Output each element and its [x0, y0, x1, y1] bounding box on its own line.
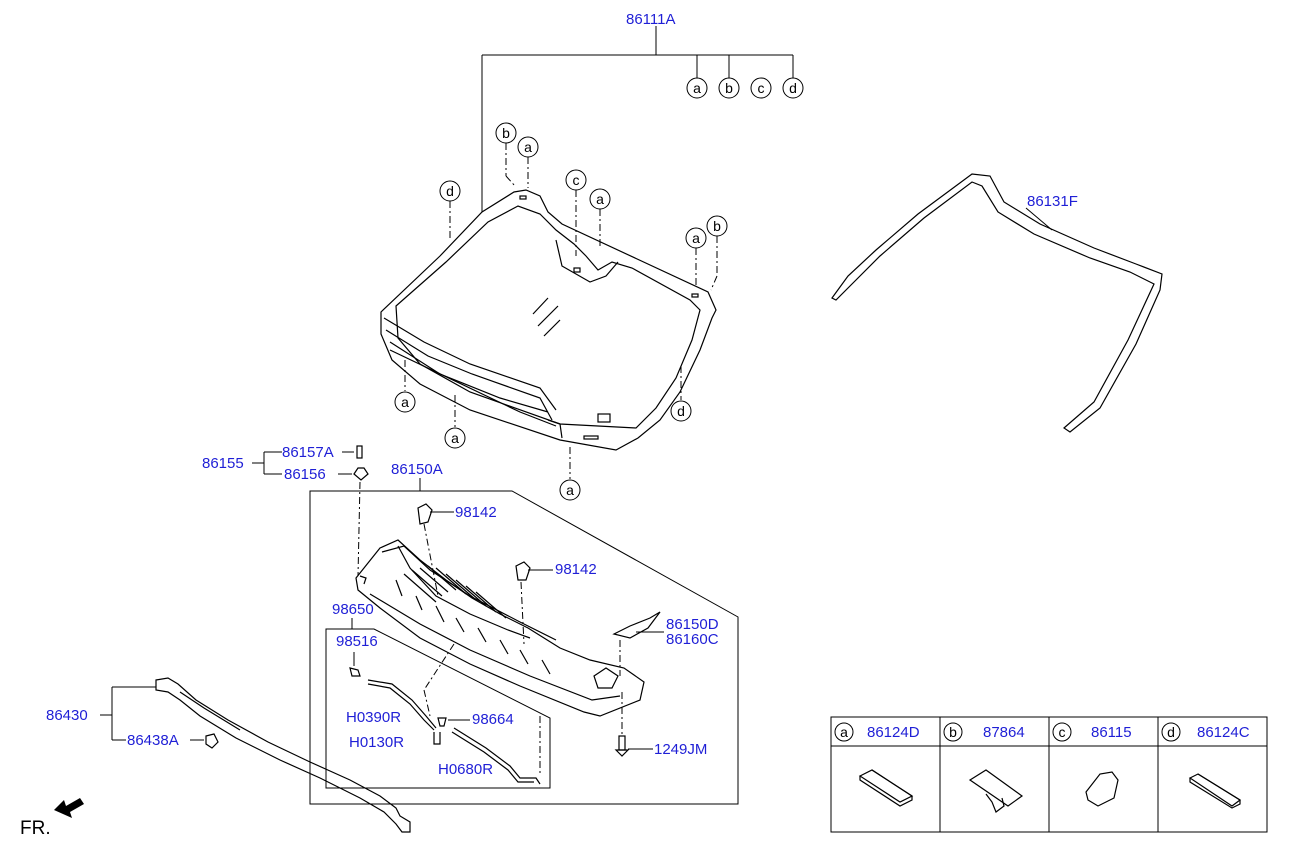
callout-top-b[interactable]: b — [718, 77, 740, 99]
washer-nozzle-98142-lower — [515, 561, 531, 581]
label-86111A[interactable]: 86111A — [626, 11, 676, 28]
svg-text:d: d — [677, 403, 685, 419]
legend-cell-a: a 86124D — [834, 722, 920, 807]
label-98142-lower[interactable]: 98142 — [555, 561, 597, 578]
hose-86430 — [155, 677, 411, 833]
svg-text:a: a — [596, 191, 604, 207]
dash-hose-2 — [423, 689, 431, 717]
legend-table: a 86124D b 87864 c 86115 d 86124C — [830, 716, 1268, 833]
leader-86156 — [357, 481, 361, 577]
label-86160C[interactable]: 86160C — [666, 631, 719, 648]
frame-86150A — [309, 478, 739, 805]
label-H0680R[interactable]: H0680R — [438, 761, 493, 778]
svg-text:a: a — [566, 482, 574, 498]
pad-86115-illustration — [1085, 771, 1119, 807]
label-1249JM[interactable]: 1249JM — [654, 741, 707, 758]
legend-part-86115[interactable]: 86115 — [1091, 724, 1132, 741]
clip-87864-illustration — [968, 769, 1024, 807]
dash-98142-lower — [520, 581, 525, 645]
hose-H0130R — [433, 732, 441, 745]
clip-86438A — [205, 733, 219, 749]
callout-glass-b-right[interactable]: b — [706, 215, 728, 237]
label-86438A[interactable]: 86438A — [127, 732, 179, 749]
front-arrow-icon — [54, 798, 84, 818]
svg-text:b: b — [949, 724, 957, 740]
legend-part-87864[interactable]: 87864 — [983, 724, 1025, 741]
svg-text:a: a — [401, 394, 409, 410]
frame-98650 — [325, 618, 551, 789]
svg-text:d: d — [1167, 724, 1175, 740]
legend-cell-d: d 86124C — [1161, 722, 1250, 809]
cowl-top-panel — [355, 539, 645, 717]
label-86150A[interactable]: 86150A — [391, 461, 443, 478]
label-98650[interactable]: 98650 — [332, 601, 374, 618]
svg-text:c: c — [1059, 724, 1066, 740]
svg-text:d: d — [446, 183, 454, 199]
svg-text:a: a — [692, 230, 700, 246]
callout-glass-a-lower-left[interactable]: a — [394, 391, 416, 413]
bracket-86155 — [252, 451, 354, 475]
callout-glass-a-lower-mid[interactable]: a — [444, 427, 466, 449]
svg-text:a: a — [451, 430, 459, 446]
dash-98142-upper — [423, 523, 439, 597]
legend-part-86124C[interactable]: 86124C — [1197, 724, 1250, 741]
svg-text:a: a — [840, 724, 848, 740]
label-86131F[interactable]: 86131F — [1027, 193, 1078, 210]
legend-part-86124D[interactable]: 86124D — [867, 724, 920, 741]
cowl-extension-86150D — [612, 611, 664, 639]
label-98142-upper[interactable]: 98142 — [455, 504, 497, 521]
callout-glass-d-right[interactable]: d — [670, 400, 692, 422]
legend-cell-c: c 86115 — [1052, 722, 1132, 807]
svg-text:b: b — [502, 125, 510, 141]
clip-86157A — [356, 445, 363, 459]
callout-top-a[interactable]: a — [686, 77, 708, 99]
svg-text:d: d — [789, 80, 797, 96]
callout-glass-b-left[interactable]: b — [495, 122, 517, 144]
label-86150D[interactable]: 86150D — [666, 616, 719, 633]
callout-top-c[interactable]: c — [750, 77, 772, 99]
callout-glass-a-bottom[interactable]: a — [559, 479, 581, 501]
bracket-86430 — [100, 686, 204, 741]
svg-text:a: a — [524, 139, 532, 155]
callout-glass-d-left[interactable]: d — [439, 180, 461, 202]
dash-hose-1 — [423, 643, 455, 691]
svg-text:c: c — [573, 172, 580, 188]
callout-glass-c[interactable]: c — [565, 169, 587, 191]
front-direction-indicator: FR. — [20, 798, 84, 839]
washer-nozzle-98142-upper — [417, 503, 433, 525]
svg-text:b: b — [725, 80, 733, 96]
check-valve-98516 — [349, 667, 361, 677]
hose-H0390R — [367, 679, 437, 731]
label-86155[interactable]: 86155 — [202, 455, 244, 472]
label-86430[interactable]: 86430 — [46, 707, 88, 724]
label-98516[interactable]: 98516 — [336, 633, 378, 650]
svg-text:FR.: FR. — [20, 818, 51, 839]
screw-1249JM — [614, 735, 630, 757]
glass-callout-leaders — [404, 143, 718, 479]
connector-98664 — [437, 717, 447, 727]
callout-glass-a-top[interactable]: a — [517, 136, 539, 158]
svg-text:b: b — [713, 218, 721, 234]
moulding-86131F — [831, 173, 1163, 433]
svg-text:c: c — [758, 80, 765, 96]
windshield-glass — [380, 189, 717, 451]
callout-glass-a-right[interactable]: a — [685, 227, 707, 249]
label-86157A[interactable]: 86157A — [282, 444, 334, 461]
bracket-86111A — [481, 26, 794, 212]
seal-86124C-illustration — [1188, 773, 1242, 807]
callout-glass-a-mid[interactable]: a — [589, 188, 611, 210]
label-H0130R[interactable]: H0130R — [349, 734, 404, 751]
label-H0390R[interactable]: H0390R — [346, 709, 401, 726]
hose-H0680R — [451, 727, 541, 785]
label-86156[interactable]: 86156 — [284, 466, 326, 483]
callout-top-d[interactable]: d — [782, 77, 804, 99]
legend-cell-b: b 87864 — [943, 722, 1025, 813]
svg-text:a: a — [693, 80, 701, 96]
label-98664[interactable]: 98664 — [472, 711, 514, 728]
nut-86156 — [353, 467, 369, 481]
